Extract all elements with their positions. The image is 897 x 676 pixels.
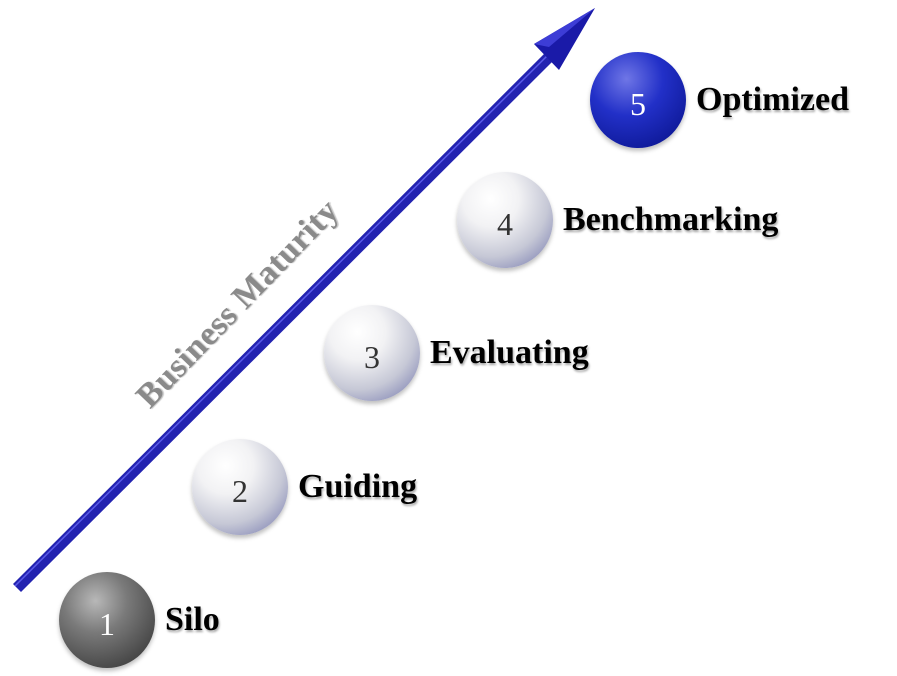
stage-label: Evaluating bbox=[430, 334, 589, 371]
stage-3: 3 Evaluating bbox=[324, 305, 589, 401]
stage-ball: 1 bbox=[59, 572, 155, 668]
stage-4: 4 Benchmarking bbox=[457, 172, 778, 268]
stage-1: 1 Silo bbox=[59, 572, 220, 668]
stage-label: Guiding bbox=[298, 468, 418, 505]
stage-label: Silo bbox=[165, 601, 220, 638]
stage-number: 5 bbox=[630, 85, 646, 122]
stage-number: 2 bbox=[232, 472, 248, 509]
stage-ball: 2 bbox=[192, 439, 288, 535]
arrow-shaft bbox=[13, 53, 553, 592]
stage-ball: 5 bbox=[590, 52, 686, 148]
stage-5: 5 Optimized bbox=[590, 52, 849, 148]
stage-number: 1 bbox=[99, 605, 115, 642]
stage-label: Benchmarking bbox=[563, 201, 779, 238]
stage-number: 3 bbox=[364, 338, 380, 375]
stage-2: 2 Guiding bbox=[192, 439, 417, 535]
stage-ball: 4 bbox=[457, 172, 553, 268]
stage-label: Optimized bbox=[696, 81, 849, 118]
arrow-head bbox=[534, 8, 595, 70]
stage-number: 4 bbox=[497, 205, 513, 242]
stage-ball: 3 bbox=[324, 305, 420, 401]
